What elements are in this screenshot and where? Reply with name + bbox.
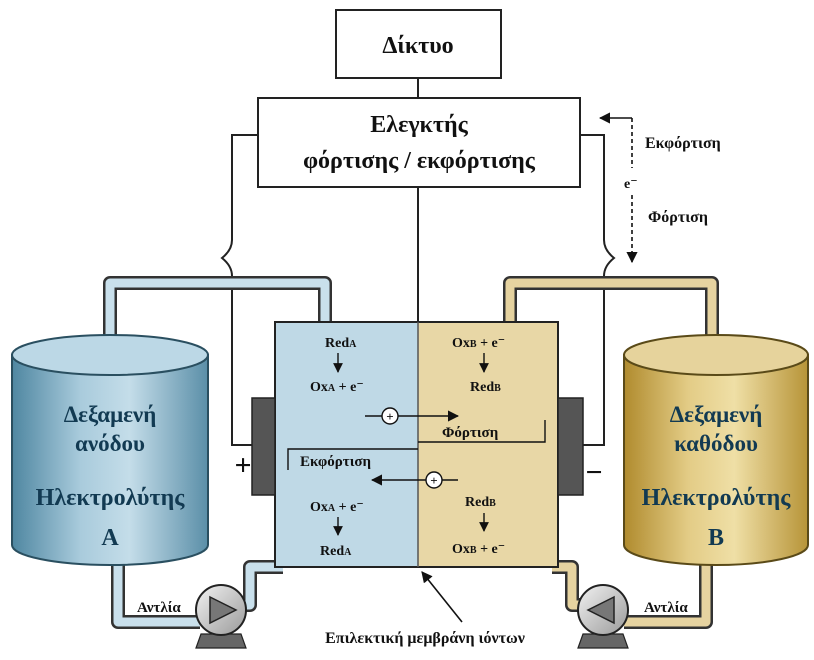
cell-cathode-half [418,322,558,567]
left-top-species-1: RedA [325,336,357,351]
anode-pipes [103,276,332,629]
right-bottom-species-1: RedB [465,495,496,510]
left-pump-base [195,633,247,649]
right-top-species-1: OxB + e⁻ [452,336,505,351]
discharge-cell-label: Εκφόρτιση [300,454,371,470]
left-pump-triangle [209,595,238,625]
tank-a: Δεξαμενή ανόδου Ηλεκτρολύτης A [11,334,209,566]
tank-b-line1: Δεξαμενή [670,402,763,427]
charge-direction-label: Φόρτιση [648,209,708,226]
membrane-label: Επιλεκτική μεμβράνη ιόντων [325,630,525,647]
cathode-pipes [503,276,719,629]
controller-box: Ελεγκτής φόρτισης / εκφόρτισης [257,97,581,188]
left-bottom-species-2: RedA [320,544,352,559]
cathode-electrode [557,397,584,496]
tank-b-lid [623,334,809,376]
right-top-species-2: RedB [470,380,501,395]
tank-a-line2: ανόδου [75,431,145,456]
controller-title: Ελεγκτής [370,112,468,138]
left-top-species-2: OxA + e⁻ [310,380,364,395]
tank-a-lid [11,334,209,376]
anode-pipe-bottom [113,540,200,627]
charge-cell-label: Φόρτιση [442,425,498,441]
left-pump-label: Αντλία [137,600,181,616]
right-electrode-wire [580,134,616,446]
current-direction: Εκφόρτιση e⁻ Φόρτιση [598,112,721,264]
left-electrode-wire [220,134,258,446]
right-pump-label: Αντλία [644,600,688,616]
tank-b-body [623,354,809,566]
right-pump-triangle [586,595,615,625]
anode-electrode [251,397,276,496]
left-pump: Αντλία [137,584,247,649]
positive-terminal: + [234,449,251,482]
right-pump: Αντλία [577,584,688,649]
right-pump-base [577,633,629,649]
grid-box-frame [335,9,502,79]
discharge-ion-symbol: + [430,473,437,488]
tank-b-line2: καθόδου [674,431,758,456]
membrane-arrow [421,571,463,623]
negative-terminal: − [585,456,602,489]
tank-b-line4: B [708,525,724,551]
tank-a-line1: Δεξαμενή [64,402,157,427]
right-bottom-species-2: OxB + e⁻ [452,542,505,557]
charge-bracket [418,420,546,443]
wires [220,78,616,446]
grid-label: Δίκτυο [382,33,453,59]
cell: + − RedA OxA + e⁻ OxB + e⁻ RedB + Φόρτισ… [234,321,603,568]
tank-a-body [11,354,209,566]
controller-box-frame [257,97,581,188]
membrane-callout: Επιλεκτική μεμβράνη ιόντων [325,571,525,647]
cell-anode-half [275,322,418,567]
cathode-pipe-return-outline [552,560,582,612]
electron-label: e⁻ [624,177,638,192]
grid-box: Δίκτυο [335,9,502,79]
cathode-pipe-bottom [624,540,711,627]
tank-b-line3: Ηλεκτρολύτης [642,485,792,511]
tank-a-line4: A [101,525,119,551]
cathode-pipe-top [505,278,717,340]
cathode-pipe-return [552,562,582,610]
discharge-direction-label: Εκφόρτιση [645,135,721,152]
left-bottom-species-1: OxA + e⁻ [310,500,364,515]
charge-ion-circle [381,407,399,425]
anode-pipe-top [105,278,330,340]
tank-b: Δεξαμενή καθόδου Ηλεκτρολύτης B [623,334,809,566]
discharge-ion-circle [425,471,443,489]
charge-ion-symbol: + [386,409,393,424]
discharge-bracket [287,448,418,470]
tank-a-line3: Ηλεκτρολύτης [36,485,186,511]
controller-subtitle: φόρτισης / εκφόρτισης [303,148,536,174]
